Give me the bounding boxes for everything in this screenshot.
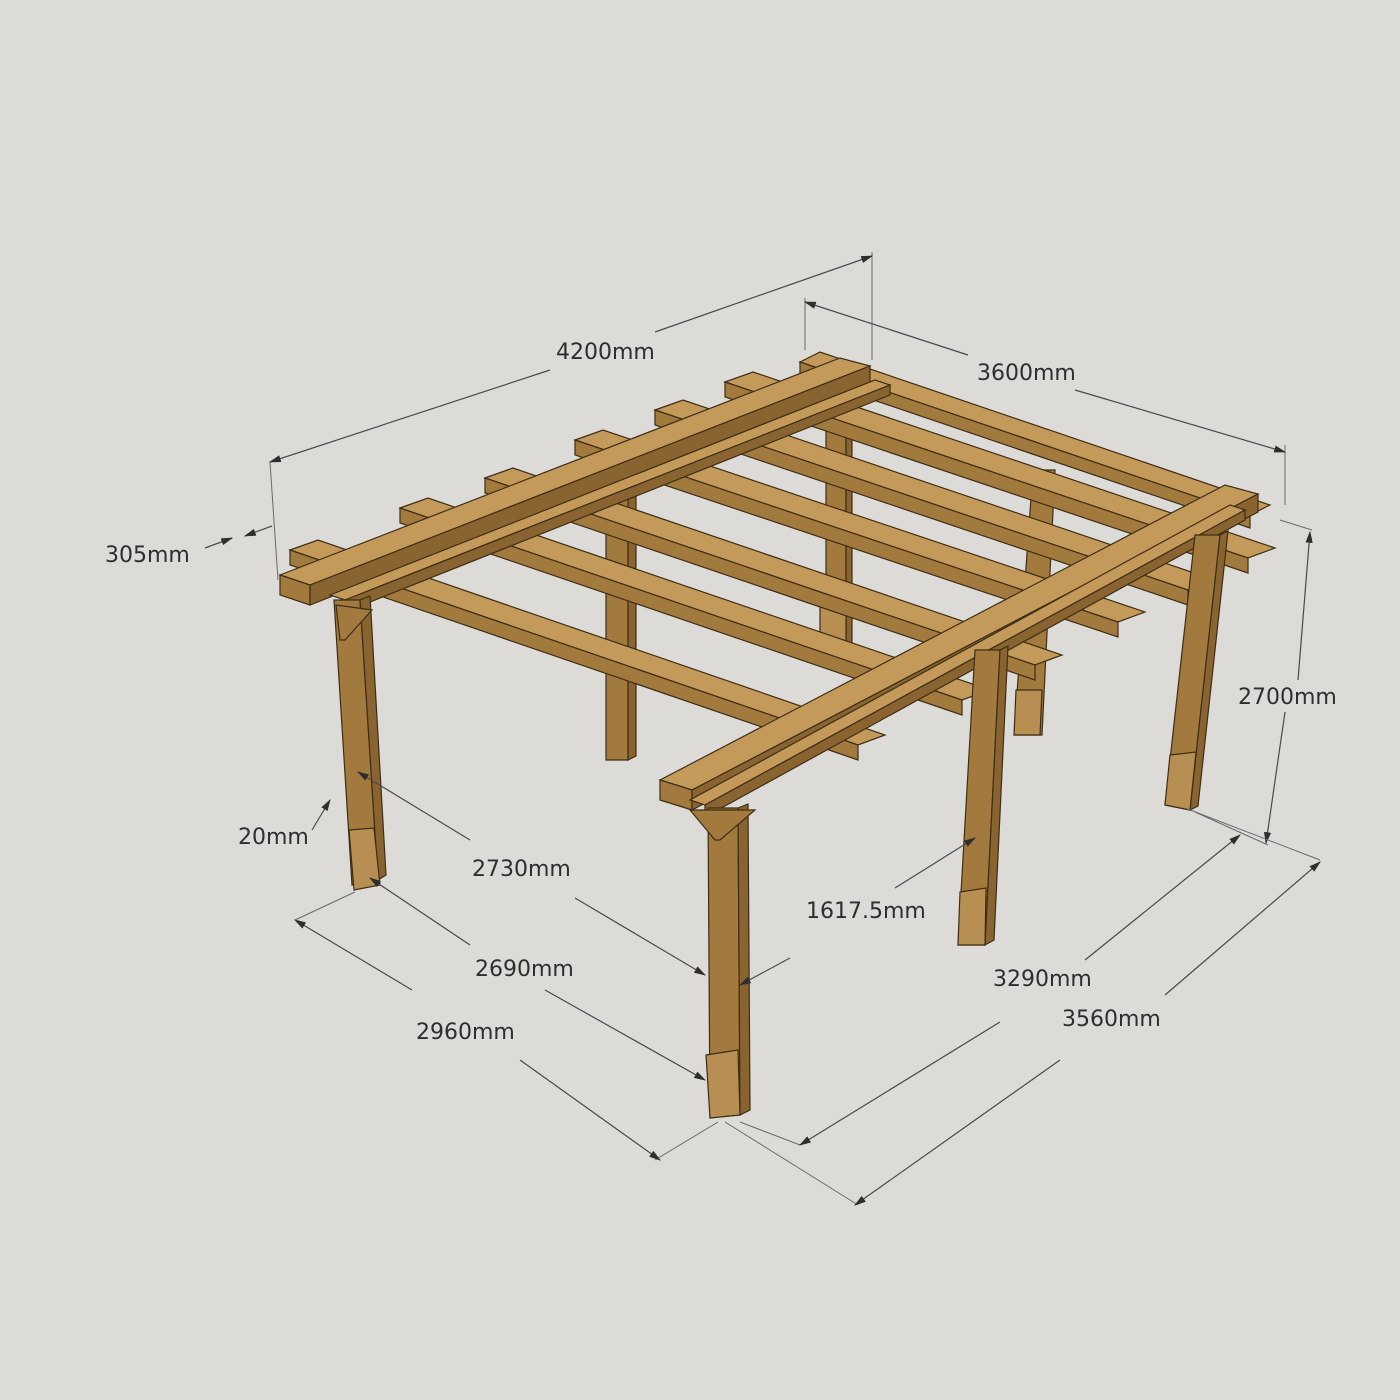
- rafters: [288, 371, 1277, 761]
- label-post-span-upper: 2730mm: [472, 857, 571, 882]
- right-cross-beam: [658, 484, 1260, 811]
- label-height: 2700mm: [1238, 685, 1337, 710]
- label-depth-inner: 3290mm: [993, 967, 1092, 992]
- label-post-span-inner: 2690mm: [475, 957, 574, 982]
- label-post-center: 1617.5mm: [806, 899, 926, 924]
- front-left-post: [333, 595, 387, 891]
- front-right-post: [957, 645, 1009, 947]
- pergola-structure: [278, 351, 1277, 1119]
- rear-far-right-post: [1164, 529, 1229, 812]
- label-overall-length: 4200mm: [556, 340, 655, 365]
- label-overall-depth: 3600mm: [977, 361, 1076, 386]
- label-depth-outer: 3560mm: [1062, 1007, 1161, 1032]
- label-gap: 20mm: [238, 825, 309, 850]
- dimension-labels: 4200mm 3600mm 305mm 2700mm 20mm 2730mm 1…: [105, 340, 1337, 1045]
- inner-cross-beams: [328, 379, 1247, 819]
- front-center-post: [688, 803, 757, 1119]
- dimension-lines: [204, 252, 1321, 1206]
- label-base-length: 2960mm: [416, 1020, 515, 1045]
- back-header-beam: [798, 351, 1272, 529]
- left-cross-beam: [278, 357, 872, 606]
- label-overhang: 305mm: [105, 543, 190, 568]
